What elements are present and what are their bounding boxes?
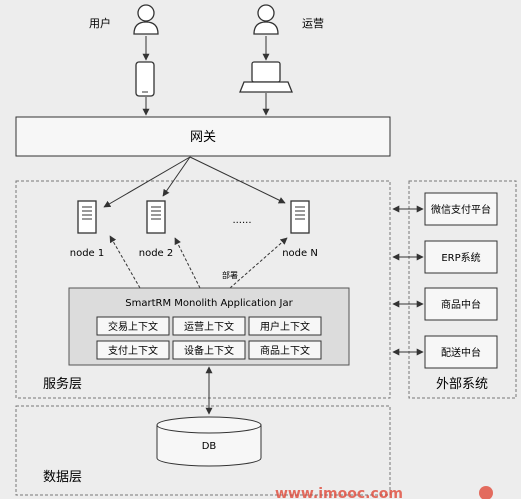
context-box: 用户上下文	[248, 316, 322, 336]
svg-text:微信支付平台: 微信支付平台	[431, 203, 491, 216]
node-2: node 2	[139, 200, 174, 259]
svg-text:配送中台: 配送中台	[441, 346, 481, 359]
node-n: node N	[282, 200, 318, 259]
ops-person-icon	[253, 4, 279, 35]
external-systems-container: 外部系统	[408, 180, 517, 399]
database-cylinder-icon: DB	[156, 416, 262, 467]
server-icon	[146, 200, 166, 234]
service-layer-label: 服务层	[43, 376, 82, 392]
deploy-to-node1-arrow	[109, 235, 141, 289]
external-system-box: 微信支付平台	[424, 192, 498, 226]
external-system-box: ERP系统	[424, 240, 498, 274]
node-n-label: node N	[282, 248, 318, 259]
data-layer-container: 数据层	[15, 405, 391, 496]
svg-text:交易上下文: 交易上下文	[108, 320, 158, 333]
svg-text:用户上下文: 用户上下文	[260, 320, 310, 333]
node-1-label: node 1	[70, 248, 105, 259]
ops-actor: 运营	[253, 4, 324, 35]
server-icon	[290, 200, 310, 234]
context-box: 商品上下文	[248, 340, 322, 360]
ops-label: 运营	[302, 16, 324, 30]
svg-text:商品上下文: 商品上下文	[260, 344, 310, 357]
gateway-to-node2-arrow	[162, 156, 191, 197]
external-system-box: 配送中台	[424, 335, 498, 369]
svg-text:商品中台: 商品中台	[441, 298, 481, 311]
node-1: node 1	[70, 200, 105, 259]
svg-text:运营上下文: 运营上下文	[184, 320, 234, 333]
gateway-to-node1-arrow	[103, 156, 191, 208]
svg-text:设备上下文: 设备上下文	[184, 344, 234, 357]
context-box: 设备上下文	[172, 340, 246, 360]
gateway-box: 网关	[15, 116, 391, 157]
external-system-box: 商品中台	[424, 287, 498, 321]
context-box: 交易上下文	[96, 316, 170, 336]
gateway-label: 网关	[190, 130, 216, 145]
deploy-to-node2-arrow	[174, 237, 201, 289]
application-jar-title: SmartRM Monolith Application Jar	[125, 298, 293, 309]
service-layer-container: 服务层	[15, 180, 391, 399]
data-layer-label: 数据层	[43, 470, 82, 485]
db-label: DB	[202, 441, 217, 452]
watermark-logo-icon	[479, 486, 493, 499]
gateway-to-nodeN-arrow	[189, 156, 286, 204]
watermark-text: www.imooc.com	[275, 486, 403, 499]
svg-text:支付上下文: 支付上下文	[108, 344, 158, 357]
user-person-icon	[133, 4, 159, 35]
server-icon	[77, 200, 97, 234]
deploy-to-nodeN-arrow	[229, 237, 288, 289]
nodes-ellipsis: ......	[232, 215, 251, 226]
node-2-label: node 2	[139, 248, 174, 259]
svg-text:ERP系统: ERP系统	[441, 251, 480, 264]
deploy-label: 部署	[222, 270, 238, 280]
laptop-icon	[239, 61, 293, 93]
user-label: 用户	[89, 16, 111, 30]
external-systems-label: 外部系统	[436, 377, 488, 392]
user-actor: 用户	[89, 4, 159, 35]
application-jar: SmartRM Monolith Application Jar 交易上下文 运…	[68, 287, 350, 366]
context-box: 支付上下文	[96, 340, 170, 360]
context-box: 运营上下文	[172, 316, 246, 336]
mobile-phone-icon	[135, 61, 155, 97]
